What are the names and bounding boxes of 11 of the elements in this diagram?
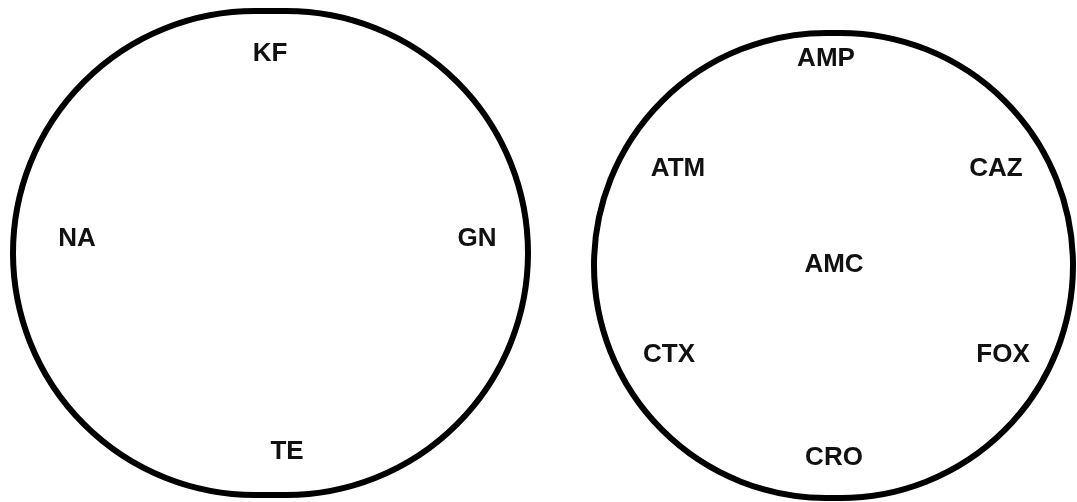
abbreviation-label: AMC xyxy=(804,250,864,276)
abbreviation-label: CRO xyxy=(805,443,863,469)
abbreviation-label: CAZ xyxy=(969,154,1023,180)
abbreviation-label: GN xyxy=(457,224,497,250)
abbreviation-label: CTX xyxy=(643,340,695,366)
abbreviation-label: TE xyxy=(270,437,304,463)
abbreviation-label: AMP xyxy=(797,44,855,70)
abbreviation-label: KF xyxy=(252,39,288,65)
abbreviation-label: FOX xyxy=(976,340,1030,366)
abbreviation-label: NA xyxy=(58,224,96,250)
abbreviation-label: ATM xyxy=(650,154,706,180)
